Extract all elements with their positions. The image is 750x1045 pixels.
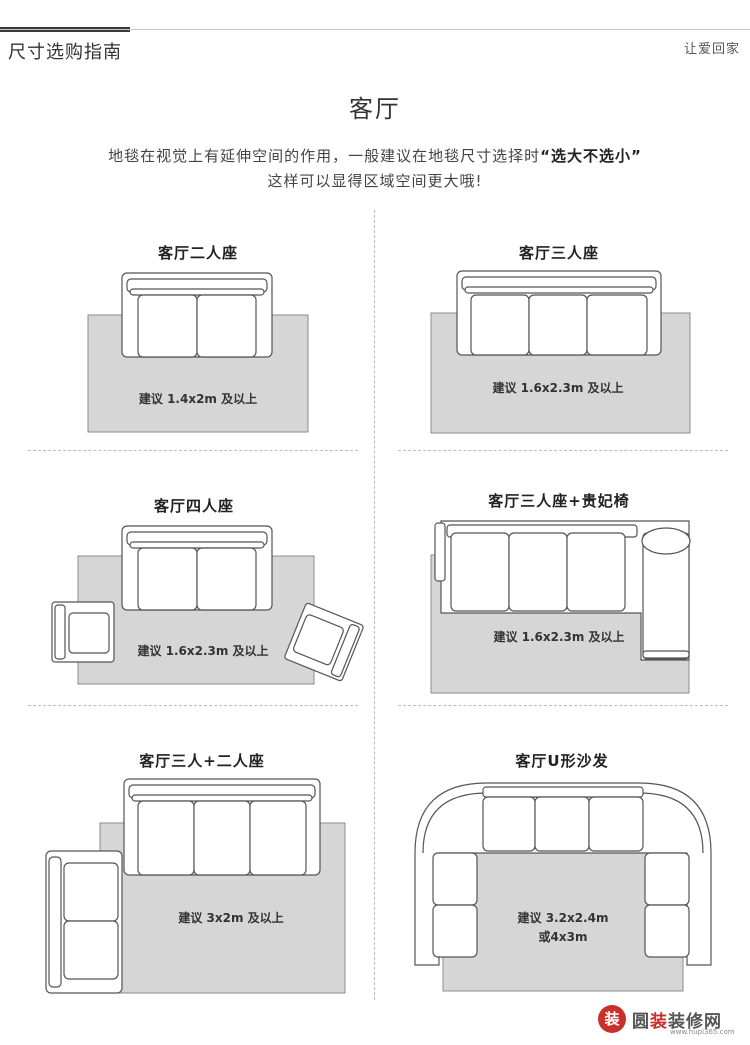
layout-diagram-two-seat: 建议 1.4x2m 及以上 [87,272,309,433]
sofa-u-shape [414,782,712,966]
layout-diagram-three-plus-two: 建议 3x2m 及以上 [45,778,346,994]
row-divider-1-right [398,450,728,451]
layout-title-two-seat: 客厅二人座 [157,244,238,262]
row-divider-2-right [398,705,728,706]
layout-diagram-three-seat: 建议 1.6x2.3m 及以上 [430,270,691,434]
header-divider [0,29,750,30]
column-divider [374,210,375,1000]
intro-line-1: 地毯在视觉上有延伸空间的作用，一般建议在地毯尺寸选择时“选大不选小” [0,145,750,166]
layout-diagram-u-shape: 建议 3.2x2.4m 或4x3m [414,782,712,992]
intro-emphasis: “选大不选小” [540,147,642,165]
brand-name: 圆装装修网 [632,1007,722,1032]
brand-name-part-3: 装修网 [668,1012,722,1032]
intro-text: 地毯在视觉上有延伸空间的作用，一般建议在地毯尺寸选择时 [108,147,541,165]
rug [442,842,684,992]
sofa-two-seat [121,525,273,611]
intro-line-2: 这样可以显得区域空间更大哦! [267,172,483,190]
sofa-two-seat [121,272,273,358]
row-divider-2-left [28,705,358,706]
layout-diagram-three-seat-chaise: 建议 1.6x2.3m 及以上 [430,520,691,694]
brand-seal-icon: 装 [598,1005,626,1033]
section-title: 客厅 [349,95,401,123]
layout-diagram-four-seat: 建议 1.6x2.3m 及以上 [51,525,364,685]
layout-title-three-plus-two: 客厅三人+二人座 [139,752,265,770]
rug-size-advice-line-2: 或4x3m [539,929,588,944]
sofa-l-shape [434,520,691,661]
brand-name-part-2: 装 [650,1012,668,1032]
rug-size-advice: 建议 1.6x2.3m 及以上 [491,380,623,395]
layout-title-u-shape: 客厅U形沙发 [515,752,609,770]
rug-size-advice: 建议 1.6x2.3m 及以上 [136,643,268,658]
layout-title-three-seat: 客厅三人座 [518,244,599,262]
rug-size-advice: 建议 3x2m 及以上 [177,910,283,925]
sofa-two-seat-side [45,850,123,994]
layout-title-three-seat-chaise: 客厅三人座+贵妃椅 [488,492,630,510]
guide-title: 尺寸选购指南 [8,42,122,63]
sofa-three-seat [456,270,662,356]
brand-tagline: 让爱回家 [683,42,740,57]
brand-url: www.hupi365.com [670,1028,735,1036]
rug-size-advice-line-1: 建议 3.2x2.4m [517,910,609,925]
site-watermark-logo: 装 圆装装修网 www.hupi365.com [598,1000,748,1040]
row-divider-1-left [28,450,358,451]
sofa-three-seat [123,778,321,876]
armchair-right [284,602,364,682]
rug-size-advice: 建议 1.4x2m 及以上 [138,391,257,406]
guide-header: 尺寸选购指南 让爱回家 [0,0,750,63]
rug-size-advice: 建议 1.6x2.3m 及以上 [492,629,624,644]
layout-title-four-seat: 客厅四人座 [153,497,234,515]
armchair-left [51,601,115,663]
brand-name-part-1: 圆 [632,1012,650,1032]
